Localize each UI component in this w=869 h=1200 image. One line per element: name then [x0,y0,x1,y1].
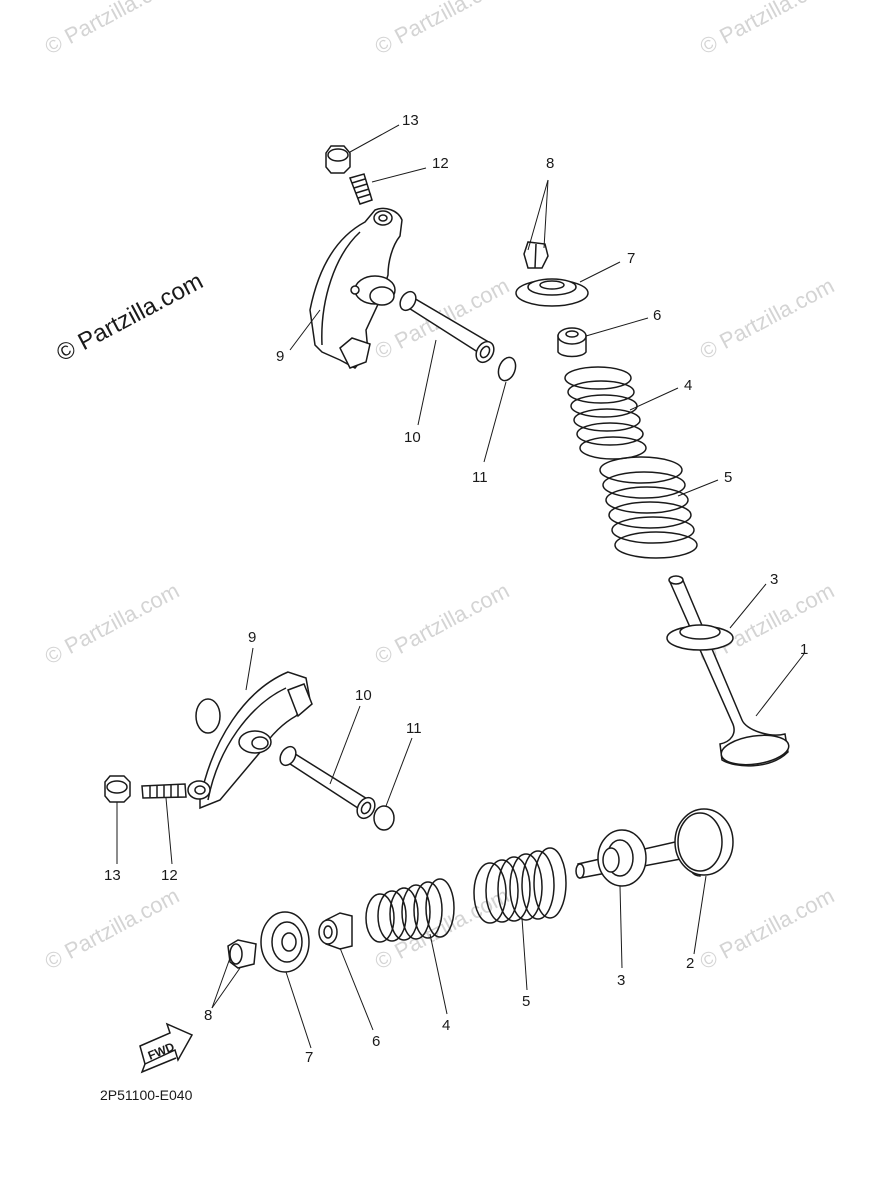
rocker-arm-part-9-lower [187,671,313,810]
rocker-arm-part-9-upper [309,207,403,369]
callout-11-lower: 11 [406,720,422,737]
inner-spring-part-4-upper [564,366,647,460]
watermark: © Partzilla.com [371,578,514,670]
watermark: © Partzilla.com [41,883,184,975]
callouts-lower: 9 10 11 13 12 2 3 5 4 6 7 8 [104,629,694,1066]
callout-1-upper: 1 [800,641,808,658]
nut-part-13-lower [104,775,131,803]
spring-retainer-part-7-upper [515,278,589,307]
callout-3-upper: 3 [770,571,778,588]
o-ring-part-11-lower [373,805,395,831]
watermark: © Partzilla.com [41,578,184,670]
callout-4-lower: 4 [442,1017,450,1034]
callout-10-upper: 10 [404,429,421,446]
callout-8-lower: 8 [204,1007,212,1024]
callout-7-lower: 7 [305,1049,313,1066]
o-ring-part-11-upper [497,356,517,382]
lower-assembly [104,671,734,973]
outer-spring-part-5-lower [473,847,567,924]
inner-spring-part-4-lower [365,878,455,943]
watermark: © Partzilla.com [696,0,839,59]
upper-assembly [309,145,790,767]
callout-5-upper: 5 [724,469,732,486]
leader-lines [116,124,805,1049]
callout-11-upper: 11 [472,469,488,486]
callout-13-upper: 13 [402,112,419,129]
adjuster-screw-part-12-upper [349,173,373,205]
valve-seat-part-3-lower [597,829,647,887]
callout-3-lower: 3 [617,972,625,989]
watermark: © Partzilla.com [696,578,839,670]
nut-part-13-upper [325,145,351,174]
callouts-upper: 13 12 8 7 6 9 10 11 4 5 3 1 [276,112,808,658]
callout-13-lower: 13 [104,867,121,884]
valve-part-1-upper [668,575,790,767]
callout-8-upper: 8 [546,155,554,172]
rocker-shaft-part-10-lower [279,745,376,820]
callout-6-lower: 6 [372,1033,380,1050]
valve-seat-part-3-upper [666,624,734,651]
callout-7-upper: 7 [627,250,635,267]
diagram-reference-code: 2P51100-E040 [100,1087,193,1103]
forward-direction-arrow: FWD [139,1022,194,1074]
valve-stem-seal-part-6-upper [557,327,587,358]
valve-stem-seal-part-6-lower [318,912,353,950]
watermark: © Partzilla.com [696,883,839,975]
spring-retainer-part-7-lower [260,911,310,973]
adjuster-screw-part-12-lower [141,783,187,799]
callout-9-lower: 9 [248,629,256,646]
outer-spring-part-5-upper [599,456,698,559]
watermark: © Partzilla.com [371,0,514,59]
callout-2-lower: 2 [686,955,694,972]
callout-12-lower: 12 [161,867,178,884]
callout-9-upper: 9 [276,348,284,365]
callout-6-upper: 6 [653,307,661,324]
watermark-main: © Partzilla.com [52,268,207,368]
callout-5-lower: 5 [522,993,530,1010]
cotter-part-8-upper [523,241,549,269]
cotter-part-8-lower [227,939,257,969]
callout-10-lower: 10 [355,687,372,704]
rocker-shaft-part-10-upper [399,290,495,364]
callout-4-upper: 4 [684,377,692,394]
callout-12-upper: 12 [432,155,449,172]
watermark: © Partzilla.com [696,273,839,365]
watermark: © Partzilla.com [41,0,184,59]
